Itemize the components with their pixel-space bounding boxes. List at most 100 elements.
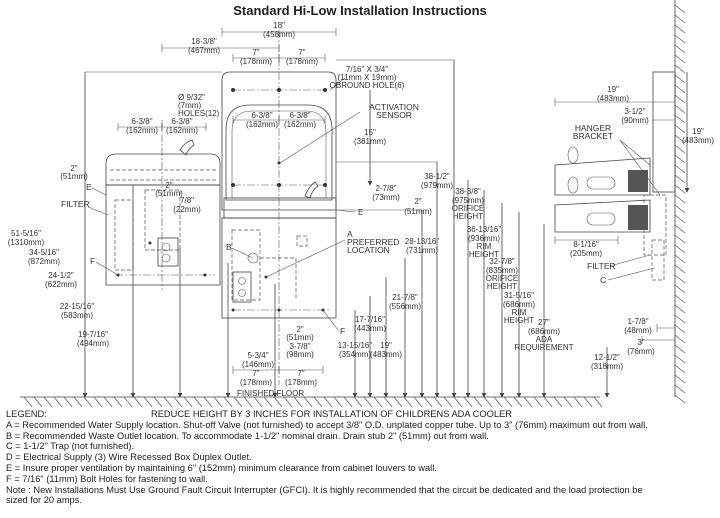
legend-item-b: B = Recommended Waste Outlet location. T…: [6, 430, 489, 441]
dim-bracket-height-mm: (483mm): [682, 136, 714, 145]
dim-2-7-8-mm: (73mm): [372, 193, 400, 202]
dim-38-1-2-in: 38-1/2": [424, 172, 450, 181]
wall-hatch-line: [674, 374, 686, 384]
dim-2-bottom-in: 2": [296, 325, 303, 334]
dim-27-in: 27": [538, 318, 550, 327]
wall-hatch-line: [674, 304, 686, 314]
dim-2-right-in: 2": [414, 197, 421, 206]
dim-38-3-8-mm: (975mm): [452, 196, 484, 205]
floor-hatch-line: [303, 396, 313, 408]
floor-hatch-line: [533, 396, 543, 408]
front-unit-view: [221, 30, 337, 385]
floor-hatch-line: [423, 396, 433, 408]
side-view-labels: 19" (483mm) 3-1/2" (90mm) 19" (483mm) HA…: [452, 85, 715, 371]
floor-hatch-line: [163, 396, 173, 408]
dim-5-3-4-in: 5-3/4": [247, 351, 268, 360]
dim-hole-spacing-left-mm: (178mm): [240, 57, 272, 66]
dim-left-inner-right-in: 6-3/8": [171, 117, 192, 126]
floor-hatch-line: [293, 396, 303, 408]
leader-line: [95, 261, 119, 276]
holes-label-1: Ø 9/32": [178, 93, 205, 102]
diagram-title: Standard Hi-Low Installation Instruction…: [233, 3, 487, 18]
floor-hatch-line: [453, 396, 463, 408]
dim-38-3-8-in: 38-3/8": [455, 187, 481, 196]
dim-sensor-height-mm: (381mm): [354, 137, 386, 146]
wall-hatch-line: [674, 254, 686, 264]
dim-left-2-top-mm: (51mm): [60, 172, 88, 181]
dim-19-7-16-mm: (494mm): [77, 339, 109, 348]
floor-hatch-line: [83, 396, 93, 408]
floor-hatch-line: [63, 396, 73, 408]
left-view-labels: 18-3/8" (467mm) 6-3/8" (162mm) 6-3/8" (1…: [8, 37, 221, 348]
front-view-labels: 18" (458mm) 7" (178mm) 7" (178mm) 7/16" …: [178, 21, 453, 398]
floor-hatch-line: [553, 396, 563, 408]
label-f-left: F: [90, 256, 95, 266]
dim-inner-right-in: 6-3/8": [289, 111, 310, 120]
wall-hatch-line: [674, 294, 686, 304]
dim-left-2-top-in: 2": [70, 164, 77, 173]
dim-bottom-left-in: 7": [252, 369, 259, 378]
wall-hatch-line: [674, 124, 686, 134]
dim-3-1-2-in: 3-1/2": [624, 107, 645, 116]
dim-2-right-mm: (51mm): [404, 207, 432, 216]
wall-hatch-line: [674, 94, 686, 104]
leader-line: [91, 187, 107, 196]
dim-left-inner-right-mm: (162mm): [166, 126, 198, 135]
floor-hatch-line: [353, 396, 363, 408]
dim-12-1-2-in: 12-1/2": [594, 353, 620, 362]
dim-inner-right-mm: (162mm): [284, 120, 316, 129]
floor-hatch-line: [373, 396, 383, 408]
dim-22-15-16-in: 22-15/16": [60, 302, 95, 311]
dim-left-2-mid-in: 2": [165, 181, 172, 190]
label-filter-side: FILTER: [587, 261, 616, 271]
dim-27-note-2: REQUIREMENT: [514, 343, 573, 352]
floor-hatch-line: [253, 396, 263, 408]
label-a-preferred: PREFERRED: [347, 237, 399, 247]
wall-hatch-line: [674, 114, 686, 124]
floor-hatch-line: [43, 396, 53, 408]
dim-left-2-mid-mm: (51mm): [155, 189, 183, 198]
dim-32-7-8-note-1: ORIFICE: [486, 274, 518, 283]
dim-bracket-height-in: 19": [692, 127, 704, 136]
floor-hatch-line: [73, 396, 83, 408]
floor-hatch-line: [403, 396, 413, 408]
legend: LEGEND: REDUCE HEIGHT BY 3 INCHES FOR IN…: [6, 409, 718, 506]
wall-hatch-line: [674, 224, 686, 234]
dim-31-5-16-note-2: HEIGHT: [504, 316, 534, 325]
wall-line: [674, 0, 686, 404]
wall-hatch-line: [674, 34, 686, 44]
leader-line: [609, 254, 651, 267]
dim-51-5-16-mm: (1310mm): [8, 238, 45, 247]
leader-line: [619, 139, 661, 196]
dim-19-mm: (483mm): [370, 350, 402, 359]
floor-hatch-line: [343, 396, 353, 408]
legend-item-c: C = 1-1/2" Trap (not furnished).: [6, 441, 135, 452]
leader-line: [231, 247, 254, 259]
obround-hole-label-1: 7/16" X 3/4": [346, 65, 388, 74]
dim-36-13-16-in: 36-13/16": [467, 225, 502, 234]
dim-38-3-8-note-1: ORIFICE: [452, 204, 484, 213]
floor-hatch-line: [313, 396, 323, 408]
floor-hatch-line: [33, 396, 43, 408]
dim-8-1-16-mm: (205mm): [570, 249, 602, 258]
dim-17-7-16-in: 17-7/16": [355, 315, 385, 324]
dim-17-7-16-mm: (443mm): [354, 324, 386, 333]
dim-3-7-8-in: 3-7/8": [289, 342, 310, 351]
floor-hatch-line: [363, 396, 373, 408]
floor-hatch-line: [113, 396, 123, 408]
dim-12-1-2-mm: (318mm): [591, 362, 623, 371]
dim-offset-mm: (467mm): [188, 46, 220, 55]
dim-24-1-2-in: 24-1/2": [48, 271, 74, 280]
obround-hole-label-3: OBROUND HOLE(6): [330, 81, 405, 90]
floor-hatch-line: [53, 396, 63, 408]
dim-7-8-in: 7/8": [180, 196, 194, 205]
dim-left-inner-left-in: 6-3/8": [131, 117, 152, 126]
dim-5-3-4-mm: (146mm): [242, 360, 274, 369]
floor-hatch-line: [223, 396, 233, 408]
wall-hatch-line: [674, 364, 686, 374]
legend-item-a: A = Recommended Water Supply location. S…: [6, 419, 648, 430]
hanger-bracket-label-1: HANGER: [575, 123, 611, 133]
dim-38-3-8-note-2: HEIGHT: [453, 212, 483, 221]
leader-line: [607, 267, 656, 281]
wall-hatch-line: [674, 144, 686, 154]
